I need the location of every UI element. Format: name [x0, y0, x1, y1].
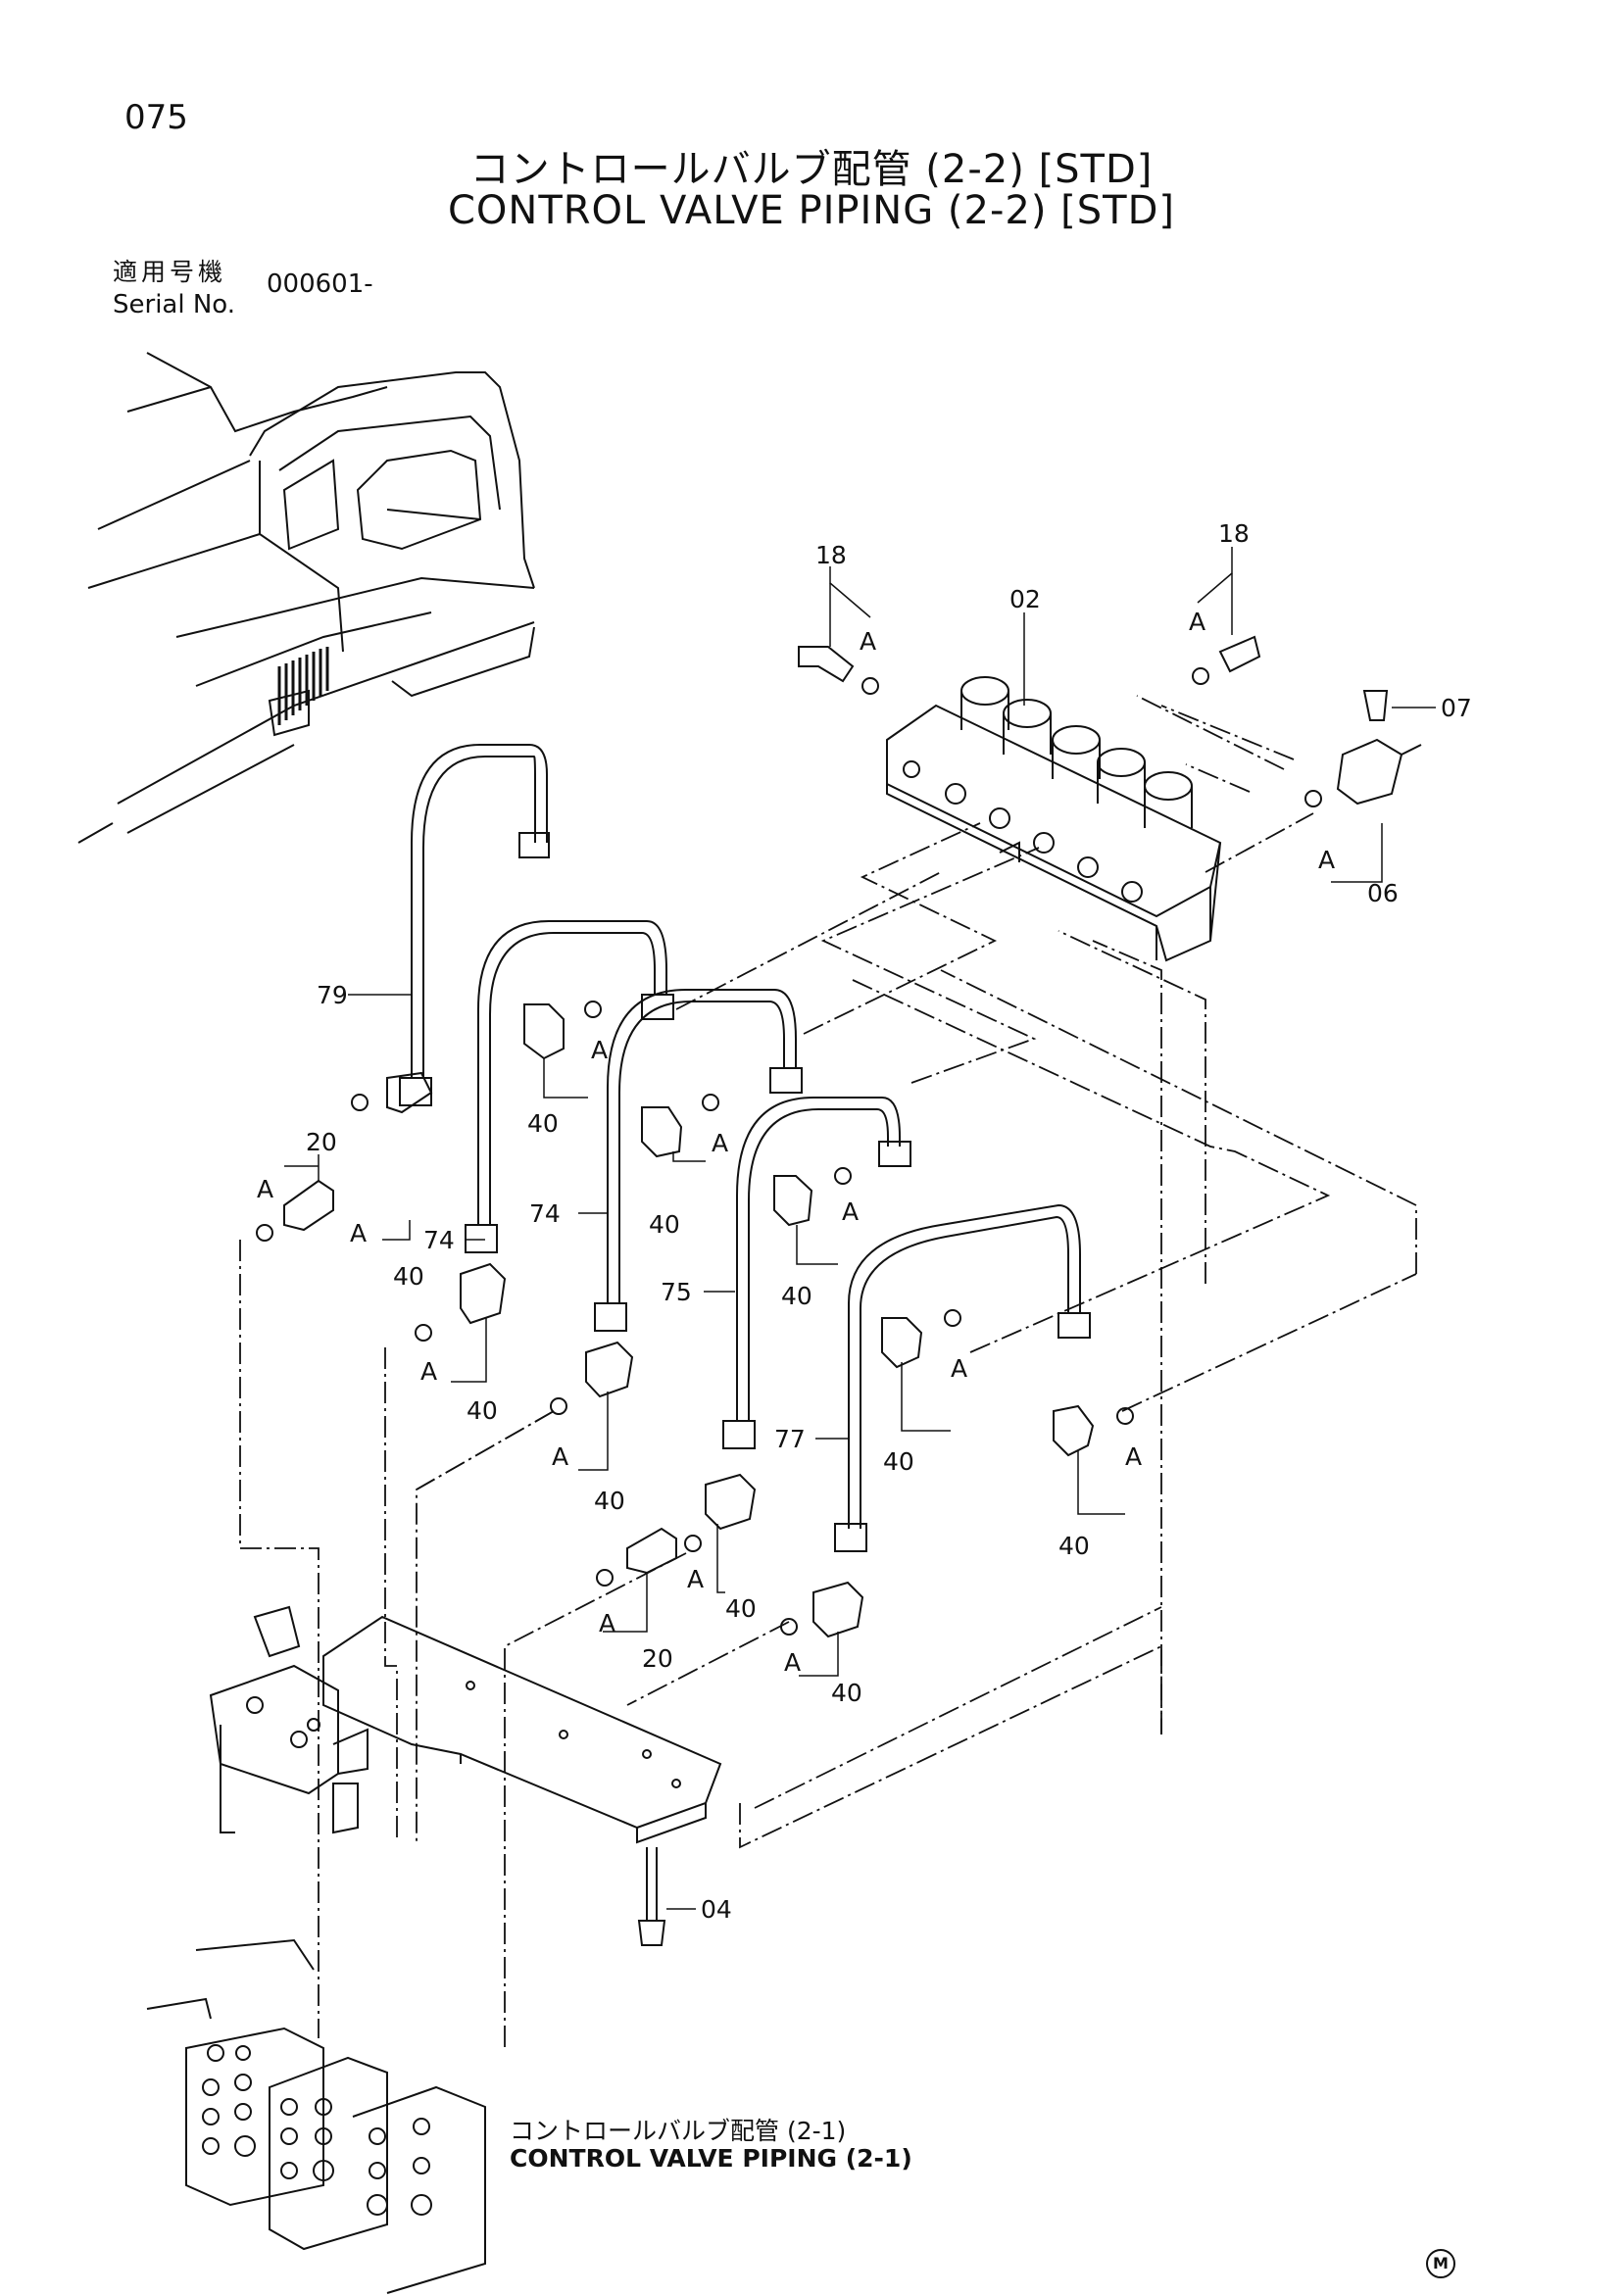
adapter-18-right — [1192, 635, 1261, 685]
elbow-40-set — [351, 1001, 1134, 1638]
a-marker: A — [350, 1219, 367, 1247]
label-79: 79 — [317, 981, 348, 1009]
pipe-74-b — [594, 989, 803, 1332]
reference-label-japanese: コントロールバルブ配管 (2-1) — [510, 2117, 847, 2145]
a-marker: A — [257, 1175, 273, 1203]
label-02: 02 — [1009, 585, 1041, 613]
part-labels: 18 18 02 07 06 79 20 74 74 75 77 40 40 4… — [306, 519, 1472, 1924]
label-20-upper: 20 — [306, 1128, 337, 1156]
serial-number-value: 000601- — [267, 269, 373, 299]
label-07: 07 — [1441, 694, 1472, 722]
a-marker: A — [687, 1565, 704, 1593]
label-40-4: 40 — [393, 1262, 424, 1291]
a-marker: A — [591, 1036, 608, 1064]
label-40-10: 40 — [1058, 1532, 1090, 1560]
label-40-2: 40 — [649, 1210, 680, 1239]
label-40-6: 40 — [594, 1487, 625, 1515]
page-title-english: CONTROL VALVE PIPING (2-2) [STD] — [447, 188, 1176, 233]
machine-cab-outline — [77, 352, 535, 844]
page-number: 075 — [124, 98, 188, 137]
control-valve-bank — [146, 1938, 486, 2294]
solenoid-valve-block — [886, 676, 1222, 962]
label-18-right: 18 — [1218, 519, 1250, 548]
label-18-left: 18 — [815, 541, 847, 569]
serial-label-english: Serial No. — [113, 290, 235, 319]
adapter-18-left — [798, 646, 879, 695]
a-marker: A — [842, 1197, 859, 1226]
label-04: 04 — [701, 1895, 732, 1924]
label-74-b: 74 — [529, 1199, 561, 1228]
serial-label-japanese: 適用号機 — [113, 258, 227, 286]
a-marker: A — [1318, 846, 1335, 874]
fitting-07 — [1362, 690, 1389, 721]
label-40-5: 40 — [467, 1396, 498, 1425]
pipe-74-a — [465, 920, 674, 1253]
label-40-1: 40 — [527, 1109, 559, 1138]
label-20-lower: 20 — [642, 1644, 673, 1673]
a-marker: A — [951, 1354, 967, 1383]
label-40-3: 40 — [781, 1282, 812, 1310]
connection-lines — [239, 695, 1417, 2048]
reference-label-english: CONTROL VALVE PIPING (2-1) — [510, 2144, 912, 2173]
page-title-japanese: コントロールバルブ配管 (2-2) [STD] — [469, 147, 1154, 192]
a-marker: A — [860, 627, 876, 656]
a-marker: A — [712, 1129, 728, 1157]
a-marker: A — [784, 1648, 801, 1677]
mounting-plate — [322, 1615, 722, 1844]
block-06 — [1304, 738, 1422, 807]
label-40-9: 40 — [883, 1447, 914, 1476]
label-40-8: 40 — [831, 1679, 862, 1707]
label-40-7: 40 — [725, 1594, 757, 1623]
pipe-79 — [399, 744, 550, 1106]
label-74-a: 74 — [423, 1226, 455, 1254]
label-75: 75 — [661, 1278, 692, 1306]
a-marker: A — [1125, 1442, 1142, 1471]
a-marker: A — [420, 1357, 437, 1386]
adapter-20-lower — [596, 1527, 677, 1587]
a-marker: A — [1189, 608, 1205, 636]
lower-valve-body — [209, 1605, 369, 1834]
a-markers: A A A A A A A A A A A A A A A — [257, 608, 1335, 1677]
pipe-75 — [722, 1097, 911, 1449]
leader-lines — [284, 547, 1436, 1910]
label-77: 77 — [774, 1425, 806, 1453]
a-marker: A — [552, 1442, 568, 1471]
m-mark-icon: M — [1426, 2249, 1455, 2278]
bolt-04 — [637, 1847, 666, 1946]
a-marker: A — [599, 1609, 615, 1637]
label-06: 06 — [1367, 879, 1399, 907]
pipe-77 — [834, 1203, 1091, 1552]
